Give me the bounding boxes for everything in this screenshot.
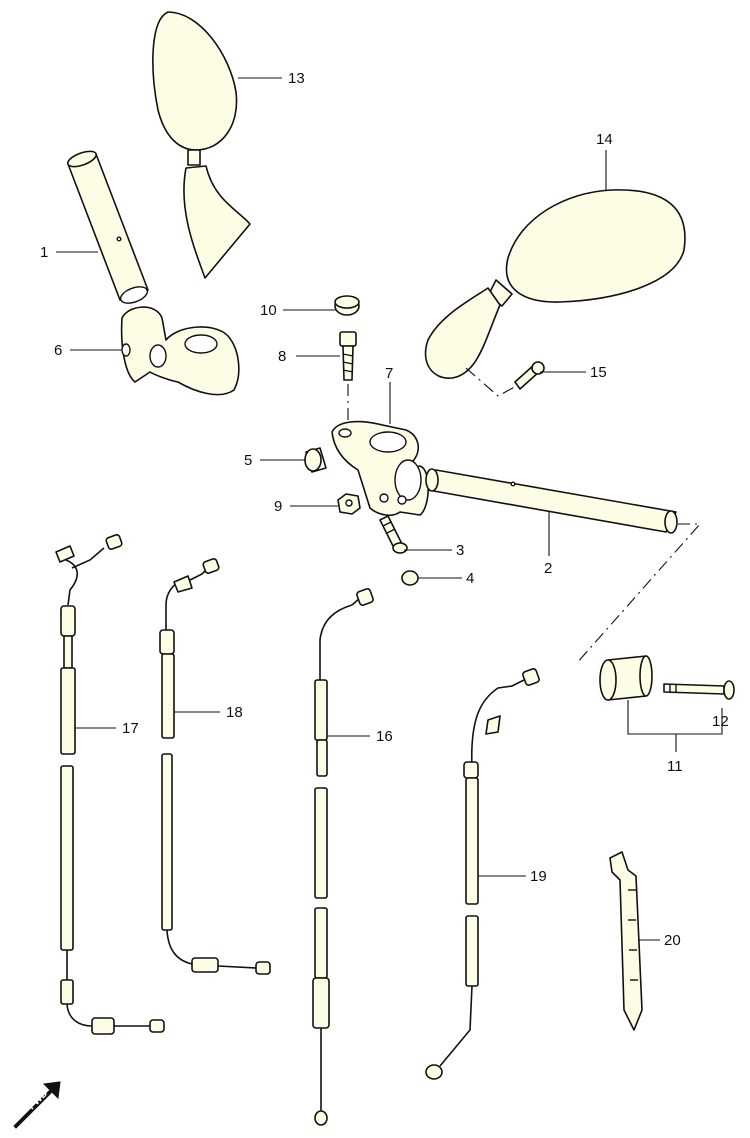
part-2-right-handlebar[interactable] <box>425 468 678 534</box>
part-4-cap[interactable] <box>401 570 419 586</box>
callout-8: 8 <box>278 348 286 365</box>
part-9-nut[interactable] <box>337 493 361 515</box>
callout-13: 13 <box>288 70 305 87</box>
callout-10: 10 <box>260 302 277 319</box>
part-19-cable[interactable] <box>425 668 540 1080</box>
callout-labels: 13 1 6 14 15 10 8 7 5 9 3 4 2 12 11 17 1… <box>40 70 729 949</box>
part-14-right-mirror[interactable] <box>424 189 686 379</box>
callout-5: 5 <box>244 452 252 469</box>
part-16-clutch-cable[interactable] <box>312 588 374 1126</box>
part-17-throttle-cable[interactable] <box>55 534 165 1035</box>
callout-3: 3 <box>456 542 464 559</box>
callout-9: 9 <box>274 498 282 515</box>
part-12-bar-end-bolt[interactable] <box>663 680 735 700</box>
part-11-bar-end[interactable] <box>599 655 653 701</box>
fwd-label: FWD <box>26 1088 50 1112</box>
callout-17: 17 <box>122 720 139 737</box>
callout-12: 12 <box>712 713 729 730</box>
callout-6: 6 <box>54 342 62 359</box>
callout-20: 20 <box>664 932 681 949</box>
callout-7: 7 <box>385 365 393 382</box>
callout-15: 15 <box>590 364 607 381</box>
part-6-left-clamp[interactable] <box>120 306 240 396</box>
callout-1: 1 <box>40 244 48 261</box>
part-8-bolt[interactable] <box>339 331 357 381</box>
part-10-cap[interactable] <box>334 295 360 316</box>
part-18-throttle-cable[interactable] <box>159 558 271 975</box>
fwd-arrow-icon: FWD <box>13 1081 61 1129</box>
part-20-cable-tie[interactable] <box>609 851 643 1031</box>
part-1-left-handlebar[interactable] <box>66 148 150 306</box>
callout-4: 4 <box>466 570 474 587</box>
callout-19: 19 <box>530 868 547 885</box>
callout-14: 14 <box>596 131 613 148</box>
part-3-bolt[interactable] <box>379 515 408 554</box>
leader-lines <box>56 77 723 941</box>
callout-16: 16 <box>376 728 393 745</box>
callout-11: 11 <box>667 758 683 775</box>
callout-18: 18 <box>226 704 243 721</box>
callout-2: 2 <box>544 560 552 577</box>
part-13-left-mirror[interactable] <box>152 11 251 279</box>
part-5-grommet[interactable] <box>304 447 327 473</box>
handlebar-end-line <box>575 523 702 665</box>
part-7-right-clamp[interactable] <box>331 420 430 517</box>
part-15-mirror-bolt[interactable] <box>514 361 545 390</box>
mirror-14-mount-line <box>465 367 521 397</box>
